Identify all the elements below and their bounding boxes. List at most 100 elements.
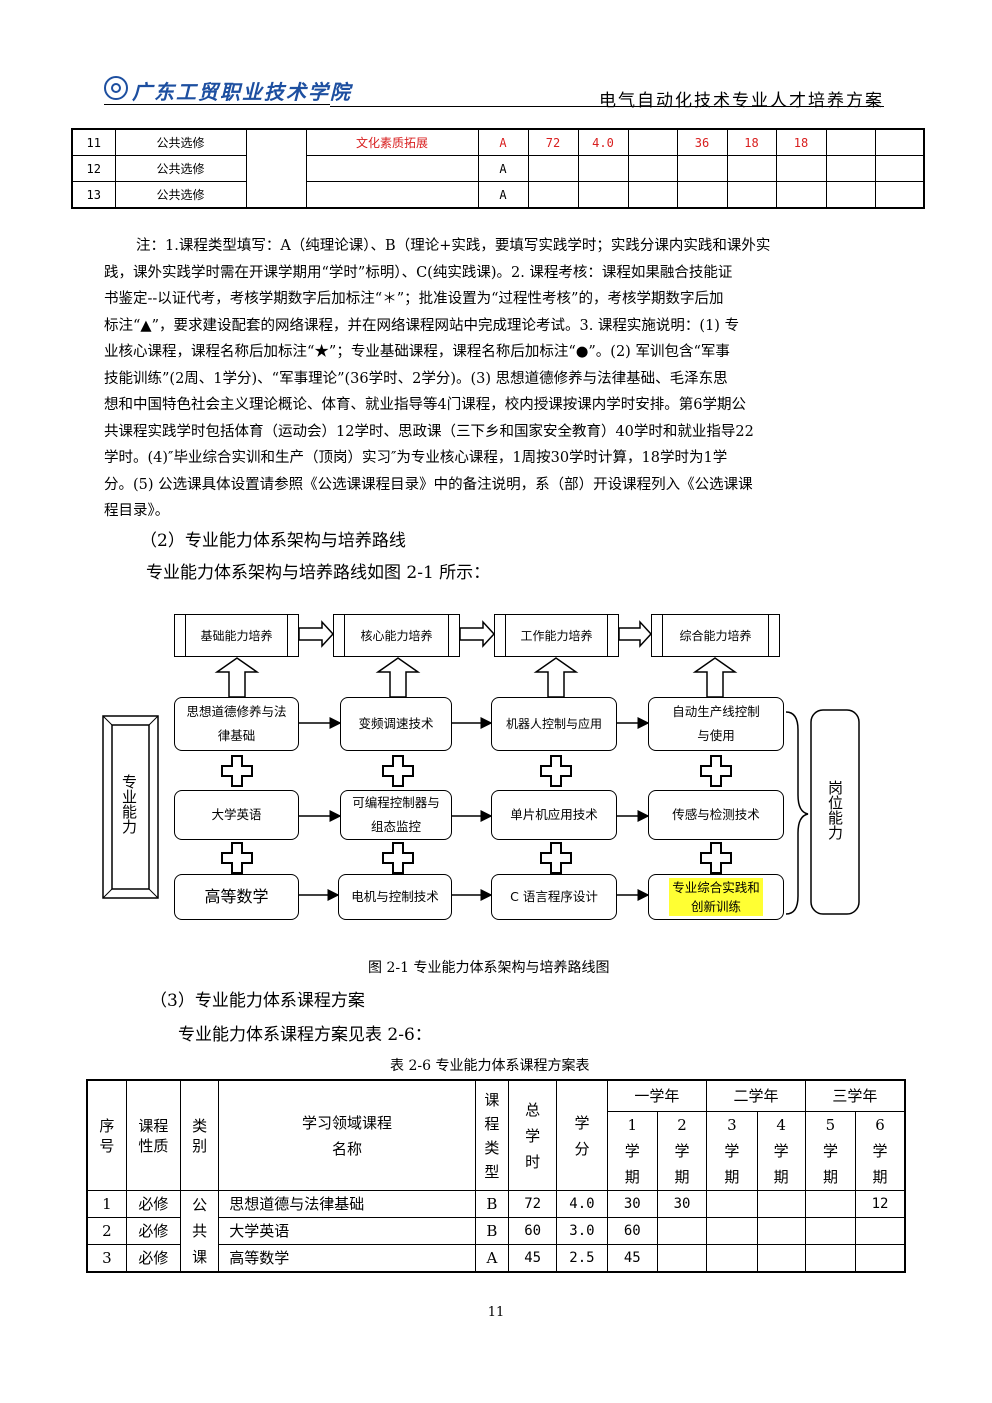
top-box-foundation: 基础能力培养	[174, 614, 299, 657]
plus-icon	[382, 842, 414, 874]
course-box: 思想道德修养与法律基础	[174, 697, 299, 751]
cell-no: 3	[86, 1244, 127, 1273]
cell-hours: 72	[508, 1190, 558, 1218]
header-no: 序号	[86, 1079, 127, 1191]
header-term5: 5学期	[804, 1111, 857, 1191]
cell-credit: 3.0	[556, 1217, 608, 1245]
cell-s5	[804, 1190, 857, 1218]
table-header-row: 序号 课程性质 类别 学习领域课程名称 课程类型 总学时 学分 一学年 二学年 …	[86, 1079, 906, 1191]
cell-s3	[706, 1244, 758, 1273]
course-box: 可编程控制器与组态监控	[340, 790, 452, 840]
header-credit: 学分	[556, 1079, 608, 1191]
header-rule	[330, 106, 884, 107]
figure-caption: 图 2-1 专业能力体系架构与培养路线图	[368, 960, 610, 976]
course-box: C 语言程序设计	[491, 874, 617, 920]
cell-s1: 60	[606, 1217, 658, 1245]
note-line: 践，课外实践学时需在开课学期用“学时”标明）、C(纯实践课)。2. 课程考核：课…	[104, 264, 733, 281]
course-box: 大学英语	[174, 790, 299, 840]
cell-no: 13	[71, 181, 116, 209]
table-row: 11 公共选修 文化素质拓展 A 72 4.0 36 18 18	[71, 128, 925, 209]
cell-s1: 45	[606, 1244, 658, 1273]
cell-category: 公共课	[180, 1190, 220, 1273]
top-box-comprehensive: 综合能力培养	[651, 614, 780, 657]
header-nature: 课程性质	[125, 1079, 182, 1191]
cell-s4	[775, 181, 827, 209]
top-box-work: 工作能力培养	[494, 614, 619, 657]
cell-s6	[855, 1244, 906, 1273]
header-term3: 3学期	[706, 1111, 758, 1191]
cell-name: 大学英语	[218, 1217, 476, 1245]
course-box: 电机与控制技术	[338, 874, 452, 920]
plus-icon	[221, 755, 253, 787]
cell-no: 2	[86, 1217, 127, 1245]
table-row: 13 公共选修 A	[71, 181, 925, 209]
cell-s4	[756, 1217, 806, 1245]
left-label: 专业能力	[120, 774, 138, 834]
header-year2: 二学年	[706, 1079, 806, 1112]
cell-name	[305, 155, 479, 182]
cell-s3	[726, 155, 777, 182]
top-box-core: 核心能力培养	[333, 614, 460, 657]
header-term2: 2学期	[656, 1111, 708, 1191]
cell-type: A	[474, 1244, 510, 1273]
cell-credit: 4.0	[577, 128, 629, 156]
note-line: 技能训练”(2周、1学分)、“军事理论”(36学时、2学分)。(3) 思想道德修…	[104, 370, 728, 387]
header-hours: 总学时	[508, 1079, 558, 1191]
section-3-text: 专业能力体系课程方案见表 2-6：	[178, 1025, 432, 1045]
cell-class: A	[477, 181, 529, 209]
note-line: 注：1.课程类型填写：A（纯理论课）、B（理论+实践，要填写实践学时；实践分课内…	[136, 238, 771, 254]
right-label: 岗位能力	[826, 780, 844, 840]
course-box: 机器人控制与应用	[491, 697, 617, 751]
cell-type: B	[474, 1190, 510, 1218]
cell-no: 12	[71, 155, 116, 182]
cell-s2: 30	[656, 1190, 708, 1218]
cell-s3	[706, 1190, 758, 1218]
course-box-highlighted: 专业综合实践和创新训练	[648, 874, 784, 920]
cell-type: 公共选修	[114, 155, 247, 182]
cell-s2	[656, 1244, 708, 1273]
right-capability-box	[810, 709, 860, 915]
left-capability-box	[102, 715, 159, 899]
up-arrows	[214, 657, 738, 698]
cell-nature: 必修	[125, 1217, 182, 1245]
cell-type: B	[474, 1217, 510, 1245]
table-row: 2 必修 大学英语 B 60 3.0 60	[86, 1217, 906, 1245]
table-header-row: 1学期 2学期 3学期 4学期 5学期 6学期	[87, 1111, 906, 1191]
cell-s2	[676, 181, 728, 209]
cell-s3	[706, 1217, 758, 1245]
course-box: 单片机应用技术	[491, 790, 617, 840]
table-row: 12 公共选修 A	[71, 155, 925, 182]
section-2-title: （2）专业能力体系架构与培养路线	[140, 531, 406, 551]
cell-s5	[804, 1217, 857, 1245]
page-number: 11	[487, 1305, 505, 1320]
course-box: 高等数学	[174, 874, 299, 920]
cell-no: 1	[86, 1190, 127, 1218]
top-arrows	[298, 620, 653, 648]
header-term1: 1学期	[606, 1111, 658, 1191]
cell-credit	[577, 155, 629, 182]
cell-hours: 60	[508, 1217, 558, 1245]
cell-hours	[527, 155, 579, 182]
cell-name	[305, 181, 479, 209]
note-line: 标注“▲”，要求建设配套的网络课程，并在网络课程网站中完成理论考试。3. 课程实…	[104, 317, 740, 334]
course-box: 传感与检测技术	[648, 790, 784, 840]
right-brace	[785, 711, 809, 915]
cell-s6	[874, 181, 925, 209]
note-line: 程目录》。	[104, 503, 170, 519]
cell-s6	[874, 128, 925, 156]
plus-icon	[700, 842, 732, 874]
cell-s5	[825, 181, 876, 209]
cell-s6: 12	[855, 1190, 906, 1218]
section-3-title: （3）专业能力体系课程方案	[150, 991, 365, 1011]
table-row: 3 必修 高等数学 A 45 2.5 45	[86, 1244, 906, 1273]
cell-name: 思想道德与法律基础	[218, 1190, 476, 1218]
header-category: 类别	[180, 1079, 220, 1191]
table-row: 1 必修 公共课 思想道德与法律基础 B 72 4.0 30 30 12	[86, 1190, 906, 1273]
cell-s5	[804, 1244, 857, 1273]
plus-icon	[540, 842, 572, 874]
cell-s6	[855, 1217, 906, 1245]
header-term4: 4学期	[756, 1111, 806, 1191]
note-line: 分。(5) 公选课具体设置请参照《公选课课程目录》中的备注说明，系（部）开设课程…	[104, 476, 753, 493]
cell-s2	[676, 155, 728, 182]
section-2-text: 专业能力体系架构与培养路线如图 2-1 所示：	[146, 563, 491, 583]
